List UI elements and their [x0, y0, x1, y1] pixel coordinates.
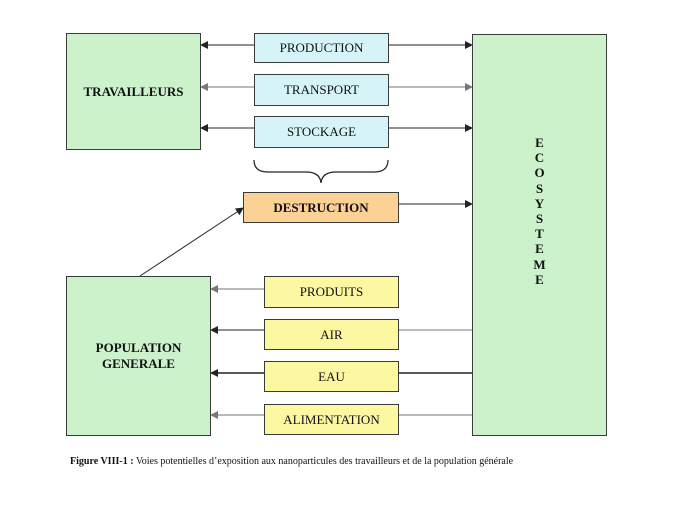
- produits-label: PRODUITS: [299, 284, 364, 299]
- production-label: PRODUCTION: [279, 40, 364, 55]
- population-to-destruction-arrow: [139, 207, 244, 277]
- figure-caption-label: Figure VIII-1 :: [70, 456, 134, 467]
- alimentation-box: ALIMENTATION: [264, 404, 399, 435]
- air-box: AIR: [264, 319, 399, 350]
- eau-box: EAU: [264, 361, 399, 392]
- ecosysteme-letter: T: [535, 226, 544, 242]
- ecosysteme-letter: M: [533, 256, 546, 272]
- population-label-line2: GENERALE: [102, 356, 175, 371]
- ecosysteme-letter: S: [535, 211, 544, 227]
- production-box: PRODUCTION: [254, 33, 389, 63]
- ecosysteme-letter: E: [535, 271, 544, 287]
- air-label: AIR: [320, 326, 343, 342]
- travailleurs-label: TRAVAILLEURS: [83, 83, 184, 99]
- produits-box: PRODUITS: [264, 276, 399, 308]
- alimentation-label: ALIMENTATION: [283, 411, 380, 427]
- figure-caption: Figure VIII-1 : Voies potentielles d’exp…: [70, 456, 513, 467]
- transport-label: TRANSPORT: [283, 82, 360, 97]
- destruction-label: DESTRUCTION: [273, 199, 369, 215]
- ecosysteme-letter: O: [534, 165, 545, 181]
- population-label-line1: POPULATION: [95, 340, 182, 355]
- population-generale-box: POPULATION GENERALE: [66, 276, 211, 436]
- destruction-box: DESTRUCTION: [243, 192, 399, 223]
- eau-label: EAU: [318, 368, 345, 384]
- ecosysteme-letter: S: [535, 180, 544, 196]
- ecosysteme-letter: Y: [534, 195, 545, 211]
- ecosysteme-letter: E: [535, 135, 544, 150]
- stockage-box: STOCKAGE: [254, 116, 389, 148]
- ecosysteme-letter: C: [534, 150, 545, 166]
- stockage-label: STOCKAGE: [286, 124, 357, 139]
- grouping-brace: [253, 159, 389, 184]
- ecosysteme-letter: E: [535, 241, 544, 257]
- transport-box: TRANSPORT: [254, 74, 389, 106]
- figure-caption-text: Voies potentielles d’exposition aux nano…: [133, 456, 514, 467]
- travailleurs-box: TRAVAILLEURS: [66, 33, 201, 150]
